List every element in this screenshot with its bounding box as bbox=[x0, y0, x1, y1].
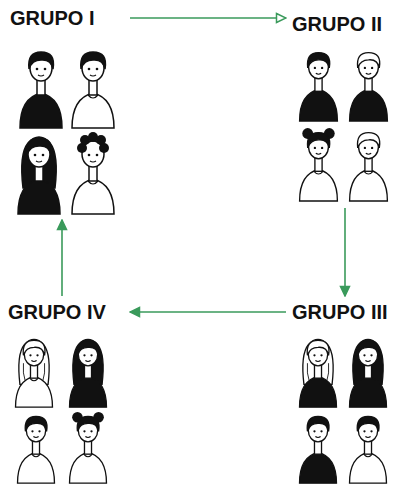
group-heading: GRUPO IV bbox=[8, 300, 106, 324]
short-light-hair bbox=[23, 340, 45, 355]
group-heading: GRUPO III bbox=[292, 300, 388, 324]
light-top bbox=[72, 179, 114, 214]
group-box: GRUPO II bbox=[290, 12, 396, 204]
short-light-hair bbox=[357, 53, 379, 68]
short-light-hair bbox=[357, 133, 379, 148]
flow-arrow bbox=[130, 311, 286, 313]
person-figure bbox=[18, 137, 60, 214]
flow-arrow bbox=[130, 17, 286, 19]
group-box: GRUPO I bbox=[8, 6, 126, 216]
dark-top bbox=[350, 90, 388, 122]
person-figure bbox=[350, 416, 387, 483]
light-top bbox=[70, 452, 107, 483]
person-figure bbox=[350, 133, 388, 201]
person-figure bbox=[300, 53, 338, 121]
short-dark-hair bbox=[25, 416, 47, 431]
dark-top bbox=[20, 93, 62, 128]
short-dark-hair bbox=[307, 53, 329, 68]
person-figure bbox=[70, 339, 107, 407]
flow-arrow bbox=[344, 208, 346, 296]
short-dark-hair bbox=[357, 416, 379, 431]
bun-hair bbox=[302, 128, 334, 148]
short-dark-hair bbox=[307, 416, 329, 431]
person-figure bbox=[72, 52, 114, 128]
light-top bbox=[350, 452, 387, 483]
person-figure bbox=[20, 52, 62, 128]
short-light-hair bbox=[307, 340, 329, 355]
long-dark-hair bbox=[22, 137, 56, 188]
dark-top bbox=[70, 376, 107, 407]
group-box: GRUPO IV bbox=[6, 300, 126, 484]
light-top bbox=[300, 170, 338, 202]
long-light-hair bbox=[303, 339, 333, 384]
group-heading: GRUPO I bbox=[10, 6, 94, 30]
dark-top bbox=[300, 452, 337, 483]
curly-hair bbox=[77, 132, 109, 153]
long-dark-hair bbox=[353, 339, 383, 384]
person-figure bbox=[16, 339, 53, 407]
light-top bbox=[18, 452, 55, 483]
bun-hair bbox=[72, 412, 104, 431]
light-top bbox=[16, 376, 53, 407]
person-figure bbox=[300, 339, 337, 407]
flow-arrow bbox=[61, 220, 63, 296]
person-figure bbox=[300, 128, 338, 201]
person-figure bbox=[72, 132, 114, 214]
dark-top bbox=[350, 376, 387, 407]
long-dark-hair bbox=[73, 339, 103, 384]
person-figure bbox=[350, 53, 388, 121]
person-figure bbox=[350, 339, 387, 407]
dark-top bbox=[18, 179, 60, 214]
group-heading: GRUPO II bbox=[292, 12, 382, 36]
person-figure bbox=[300, 416, 337, 483]
short-dark-hair bbox=[77, 340, 99, 355]
short-dark-hair bbox=[27, 138, 52, 155]
short-dark-hair bbox=[29, 52, 54, 69]
person-figure bbox=[70, 412, 107, 483]
long-light-hair bbox=[19, 339, 49, 384]
person-figure bbox=[18, 416, 55, 483]
dark-top bbox=[300, 90, 338, 122]
group-box: GRUPO III bbox=[290, 300, 396, 484]
short-dark-hair bbox=[357, 340, 379, 355]
light-top bbox=[350, 170, 388, 202]
dark-top bbox=[300, 376, 337, 407]
short-dark-hair bbox=[81, 52, 106, 69]
light-top bbox=[72, 93, 114, 128]
